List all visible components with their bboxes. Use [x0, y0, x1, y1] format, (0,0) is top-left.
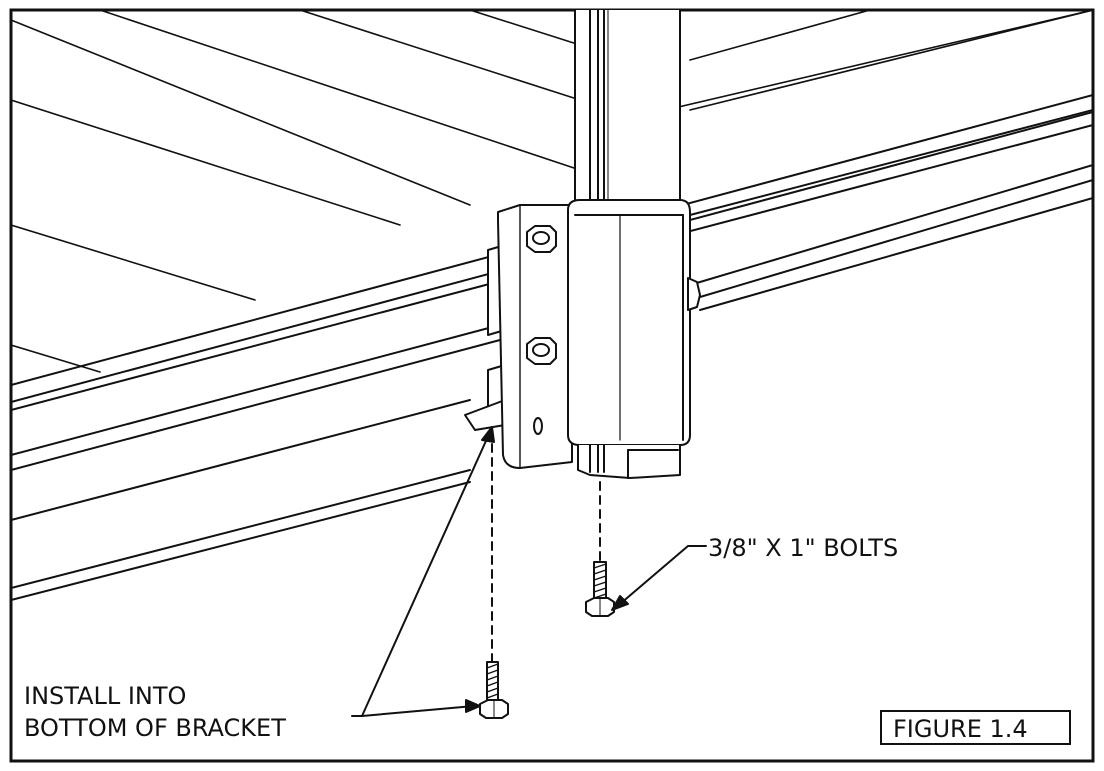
nut-side [687, 277, 701, 311]
post-bottom [577, 444, 681, 479]
nut-middle [526, 337, 557, 365]
figure-label: FIGURE 1.4 [893, 715, 1028, 743]
nut-top [526, 225, 557, 253]
post-sleeve [567, 199, 691, 446]
label-bolts: 3/8" X 1" BOLTS [708, 534, 898, 562]
bolt-hole [533, 417, 543, 435]
leader-bolts [611, 545, 707, 611]
deck-slats [11, 10, 1093, 373]
bolt-left [479, 661, 509, 719]
figure-label-box [880, 710, 1071, 745]
label-install-line2: BOTTOM OF BRACKET [24, 714, 286, 742]
label-install-line1: INSTALL INTO [24, 682, 186, 710]
bolt-right [585, 561, 615, 617]
leader-install [351, 426, 495, 717]
vertical-post [574, 10, 681, 216]
